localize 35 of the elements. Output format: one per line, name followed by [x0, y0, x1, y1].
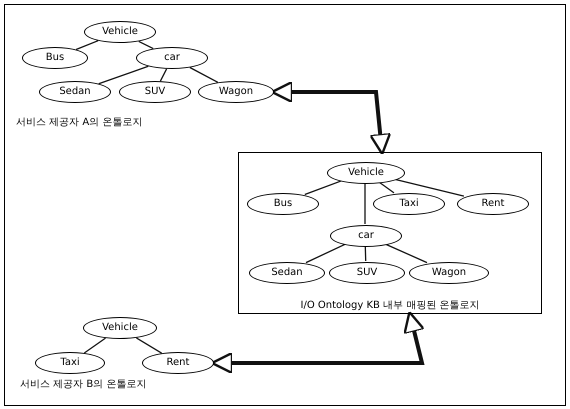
connector-line — [378, 182, 394, 194]
connector-line — [98, 66, 149, 84]
concept-ellipse: Bus — [22, 47, 88, 69]
ontology-panel — [238, 152, 542, 314]
concept-ellipse: Taxi — [373, 193, 445, 215]
concept-ellipse: car — [136, 47, 208, 69]
connector-line — [136, 337, 162, 354]
connector-line — [304, 180, 342, 196]
concept-ellipse: Bus — [247, 193, 319, 215]
concept-ellipse: car — [330, 225, 402, 247]
connector-line — [364, 246, 366, 262]
connector-line — [385, 244, 428, 264]
connector-line — [190, 66, 218, 83]
connector-line — [76, 40, 98, 50]
concept-ellipse: Wagon — [409, 262, 489, 284]
concept-ellipse: Vehicle — [327, 162, 405, 184]
connector-line — [138, 40, 154, 50]
panel-caption: I/O Ontology KB 내부 매핑된 온톨로지 — [300, 301, 480, 311]
concept-ellipse: Taxi — [35, 352, 105, 374]
concept-ellipse: SUV — [119, 81, 191, 103]
ontology-caption: 서비스 제공자 B의 온톨로지 — [20, 380, 146, 390]
connector-line — [364, 183, 366, 224]
concept-ellipse: Rent — [457, 193, 529, 215]
connector-line — [306, 244, 346, 264]
concept-ellipse: Sedan — [39, 81, 111, 103]
connector-line — [84, 338, 106, 354]
concept-ellipse: Rent — [142, 352, 214, 374]
connector-line — [394, 178, 464, 197]
concept-ellipse: Vehicle — [83, 317, 157, 339]
concept-ellipse: Sedan — [249, 262, 325, 284]
connector-line — [160, 68, 168, 82]
concept-ellipse: SUV — [329, 262, 405, 284]
concept-ellipse: Vehicle — [84, 21, 156, 43]
ontology-caption: 서비스 제공자 A의 온톨로지 — [16, 118, 142, 128]
concept-ellipse: Wagon — [198, 81, 274, 103]
